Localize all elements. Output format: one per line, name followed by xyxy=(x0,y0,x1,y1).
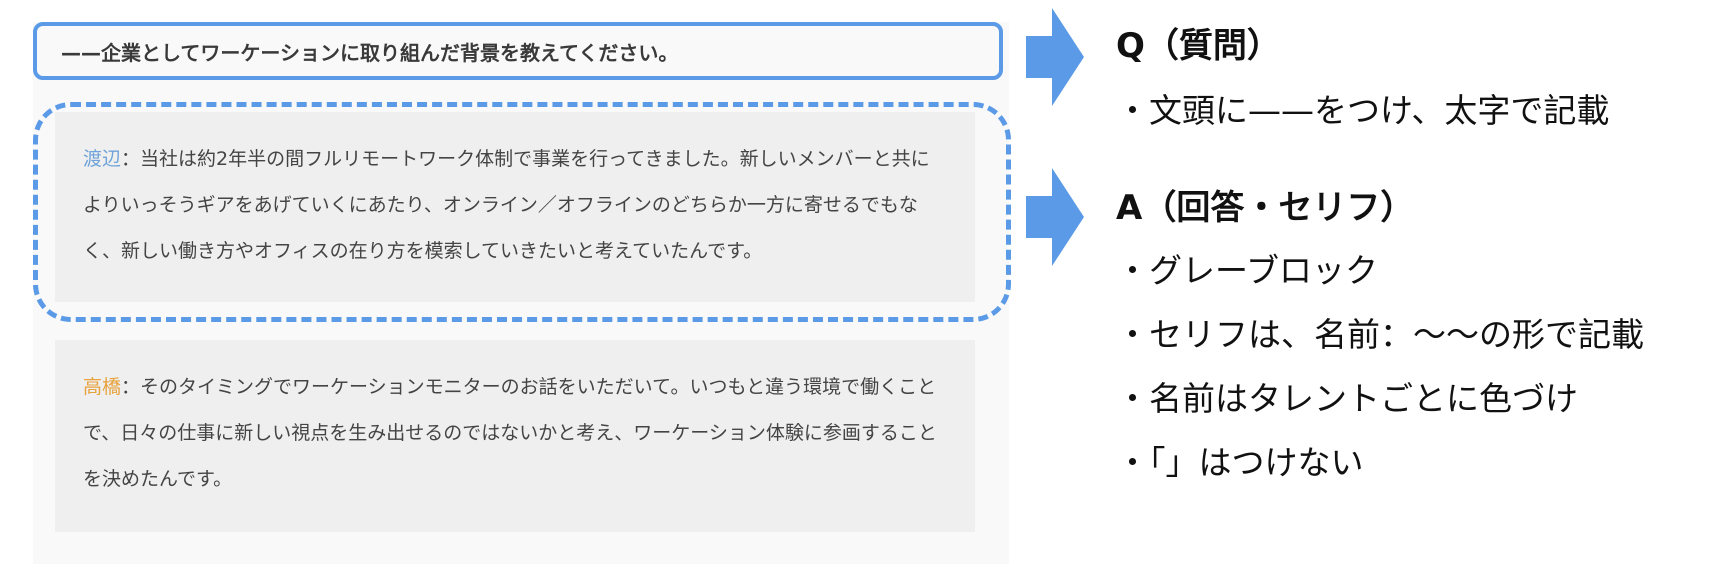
a-note-item: ・「」はつけない xyxy=(1116,443,1364,482)
speaker-separator: ： xyxy=(121,148,141,170)
a-heading: A（回答・セリフ） xyxy=(1116,188,1415,228)
q-note-item: ・文頭に——をつけ、太字で記載 xyxy=(1116,91,1610,130)
q-heading: Q（質問） xyxy=(1116,26,1281,66)
speaker-name: 高橋 xyxy=(83,376,122,398)
answer-block-takahashi: 高橋：そのタイミングでワーケーションモニターのお話をいただいて。いつもと違う環境… xyxy=(55,340,975,532)
question-text: ——企業としてワーケーションに取り組んだ背景を教えてください。 xyxy=(61,40,679,65)
a-note-item: ・セリフは、名前：〜〜の形で記載 xyxy=(1116,315,1644,354)
question-highlight-box: ——企業としてワーケーションに取り組んだ背景を教えてください。 xyxy=(33,22,1003,80)
speaker-name: 渡辺 xyxy=(83,148,122,170)
answer-body: そのタイミングでワーケーションモニターのお話をいただいて。いつもと違う環境で働く… xyxy=(83,376,937,490)
speaker-separator: ： xyxy=(121,376,141,398)
arrow-right-icon xyxy=(1026,168,1084,266)
a-note-item: ・グレーブロック xyxy=(1116,251,1379,290)
answer-block-watanabe: 渡辺：当社は約2年半の間フルリモートワーク体制で事業を行ってきました。新しいメン… xyxy=(55,112,975,302)
arrow-right-icon xyxy=(1026,8,1084,106)
answer-text: 渡辺：当社は約2年半の間フルリモートワーク体制で事業を行ってきました。新しいメン… xyxy=(83,136,947,274)
answer-body: 当社は約2年半の間フルリモートワーク体制で事業を行ってきました。新しいメンバーと… xyxy=(83,148,930,262)
answer-text: 高橋：そのタイミングでワーケーションモニターのお話をいただいて。いつもと違う環境… xyxy=(83,364,947,502)
a-note-item: ・名前はタレントごとに色づけ xyxy=(1116,379,1578,418)
